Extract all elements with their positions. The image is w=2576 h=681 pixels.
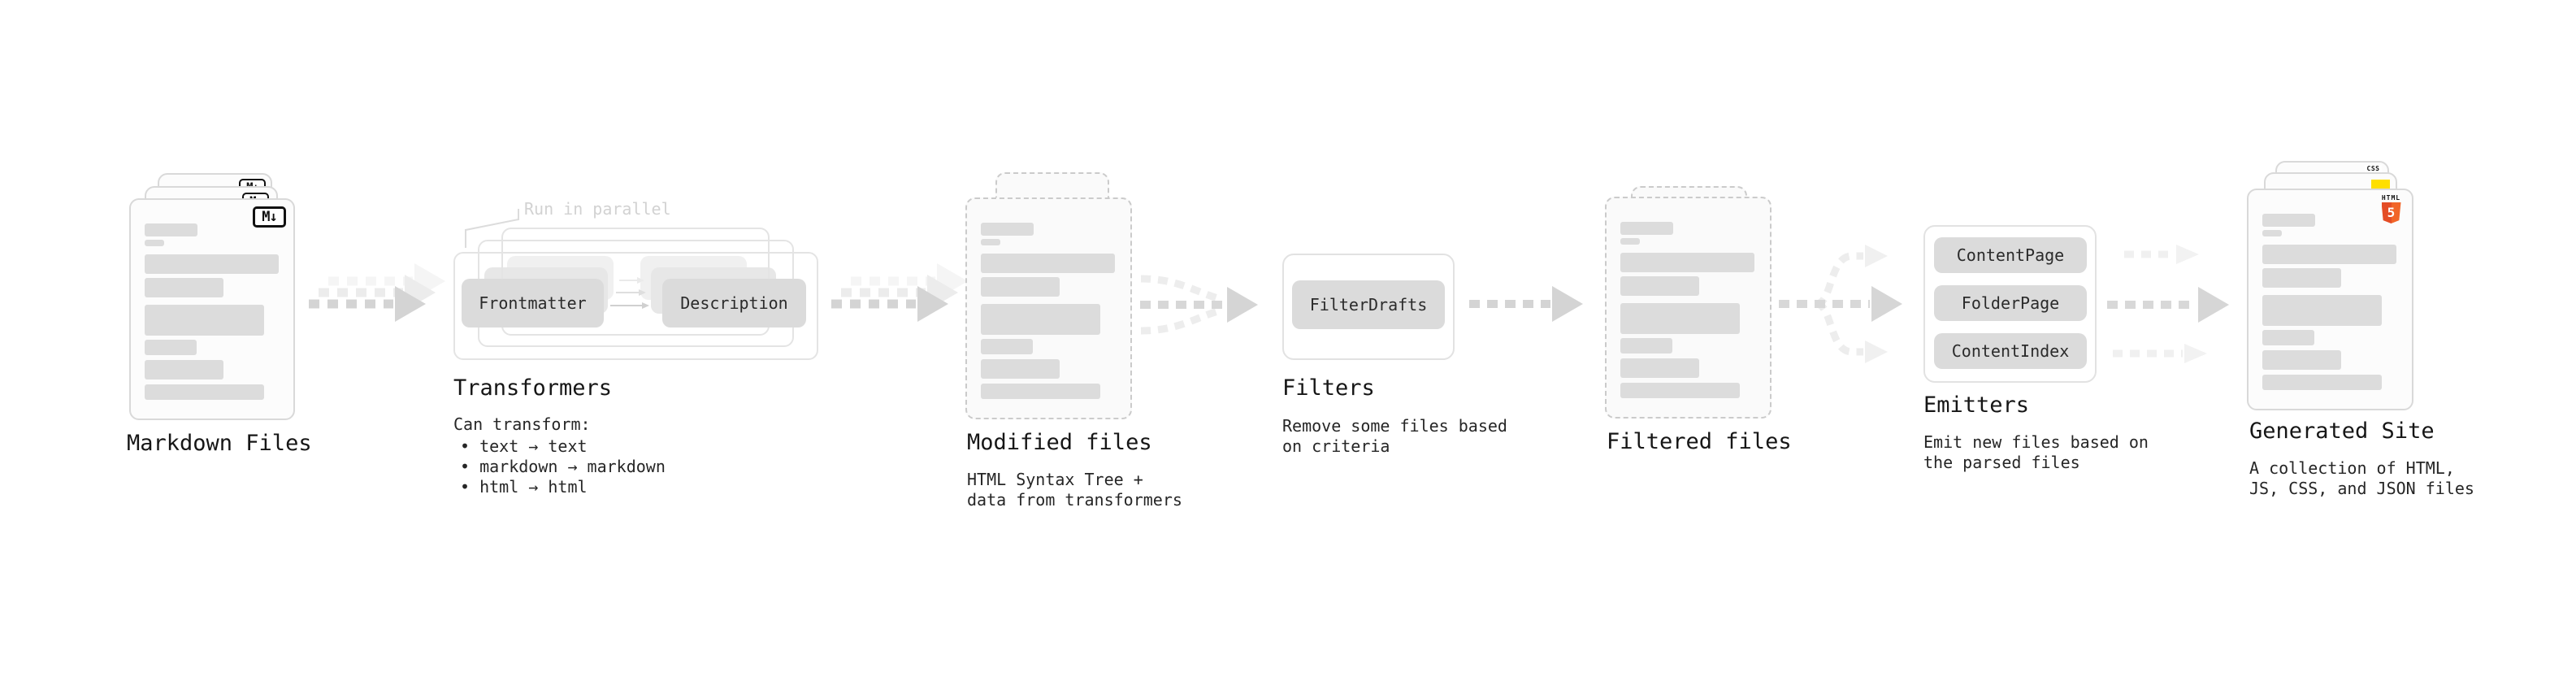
skeleton-bar [145, 254, 279, 274]
filter-node-filterdrafts: FilterDrafts [1292, 280, 1445, 329]
flow-arrows-emitters-to-site [2107, 245, 2229, 363]
transformers-bullet: • text → text [460, 436, 588, 456]
transformer-frame-front [453, 252, 818, 360]
filtered-files-title: Filtered files [1607, 429, 1792, 454]
flow-arrow-filters-to-filtered [1469, 286, 1583, 322]
emitters-title: Emitters [1923, 393, 2030, 418]
skeleton-bar [145, 360, 223, 380]
run-in-parallel-annotation: Run in parallel [524, 199, 671, 219]
skeleton-bar [1620, 358, 1699, 378]
document-card: M↓ [129, 198, 295, 420]
transformers-bullet: • markdown → markdown [460, 457, 666, 476]
transformer-node-label: Description [680, 293, 788, 313]
flow-merge-arrow-modified-to-filters [1140, 275, 1258, 335]
generated-site-subtitle: A collection of HTML, [2249, 458, 2455, 478]
emitter-node-label: ContentIndex [1951, 341, 2070, 361]
document-card [965, 197, 1132, 419]
filters-title: Filters [1282, 375, 1375, 401]
emitter-node-label: ContentPage [1956, 245, 2065, 265]
modified-files-subtitle: HTML Syntax Tree + [967, 470, 1143, 489]
document-card: HTML 5 [2247, 189, 2413, 410]
skeleton-bar [145, 278, 223, 297]
skeleton-bar [2262, 375, 2382, 390]
document-card [1605, 197, 1772, 419]
skeleton-bar [2262, 268, 2341, 288]
html5-icon-shield: 5 [2381, 202, 2401, 223]
filters-subtitle: on criteria [1282, 436, 1390, 456]
filter-node-label: FilterDrafts [1309, 295, 1428, 314]
run-in-parallel-leader-line [465, 209, 519, 248]
transformer-sequence-arrows [610, 277, 649, 309]
skeleton-bar [1620, 338, 1672, 354]
css3-icon-label: CSS [2366, 165, 2380, 172]
js-icon [2371, 180, 2390, 189]
skeleton-bar [2262, 350, 2341, 370]
skeleton-bar [145, 340, 197, 355]
generated-site-title: Generated Site [2249, 419, 2435, 444]
transformer-node-label: Frontmatter [479, 293, 587, 313]
skeleton-bar [981, 239, 1000, 245]
markdown-icon-glyph: M↓ [262, 209, 278, 225]
transformers-note-heading: Can transform: [453, 414, 591, 434]
skeleton-bar [1620, 303, 1740, 334]
html5-icon: HTML 5 [2380, 194, 2402, 223]
markdown-files-title: Markdown Files [127, 431, 312, 456]
transformer-node-description: Description [662, 279, 806, 327]
skeleton-bar [145, 240, 164, 246]
transformers-title: Transformers [453, 375, 613, 401]
markdown-icon: M↓ [253, 206, 286, 228]
html5-icon-digit: 5 [2387, 205, 2396, 220]
transformers-bullet: • html → html [460, 477, 588, 497]
emitter-node-contentpage: ContentPage [1934, 237, 2087, 273]
skeleton-bar [1620, 276, 1699, 296]
skeleton-bar [145, 305, 264, 336]
flow-arrow-transformers-to-modified [831, 263, 968, 322]
flow-split-arrow-filtered-to-emitters [1779, 245, 1902, 363]
skeleton-bar [2262, 330, 2314, 345]
skeleton-bar [1620, 253, 1754, 272]
skeleton-bar [2262, 245, 2396, 264]
skeleton-bar [981, 304, 1100, 335]
emitter-node-folderpage: FolderPage [1934, 285, 2087, 321]
modified-files-subtitle: data from transformers [967, 490, 1182, 510]
filters-subtitle: Remove some files based [1282, 416, 1507, 436]
skeleton-bar [145, 384, 264, 400]
generated-site-subtitle: JS, CSS, and JSON files [2249, 479, 2474, 498]
skeleton-bar [981, 384, 1100, 399]
skeleton-bar [1620, 222, 1673, 235]
skeleton-bar [981, 254, 1115, 273]
skeleton-bar [981, 339, 1033, 354]
emitter-node-contentindex: ContentIndex [1934, 333, 2087, 369]
emitters-subtitle: Emit new files based on [1923, 432, 2149, 452]
skeleton-bar [2262, 230, 2282, 236]
skeleton-bar [981, 359, 1060, 379]
skeleton-bar [981, 223, 1034, 236]
skeleton-bar [2262, 295, 2382, 326]
skeleton-bar [1620, 238, 1640, 245]
transformer-node-frontmatter: Frontmatter [462, 279, 604, 327]
skeleton-bar [145, 223, 197, 236]
emitters-subtitle: the parsed files [1923, 453, 2080, 472]
skeleton-bar [2262, 214, 2315, 227]
skeleton-bar [981, 277, 1060, 297]
modified-files-title: Modified files [967, 430, 1152, 455]
emitter-node-label: FolderPage [1961, 293, 2060, 313]
flow-arrow-markdown-to-transformers [309, 263, 445, 322]
html5-icon-label: HTML [2381, 194, 2401, 202]
skeleton-bar [1620, 383, 1740, 398]
